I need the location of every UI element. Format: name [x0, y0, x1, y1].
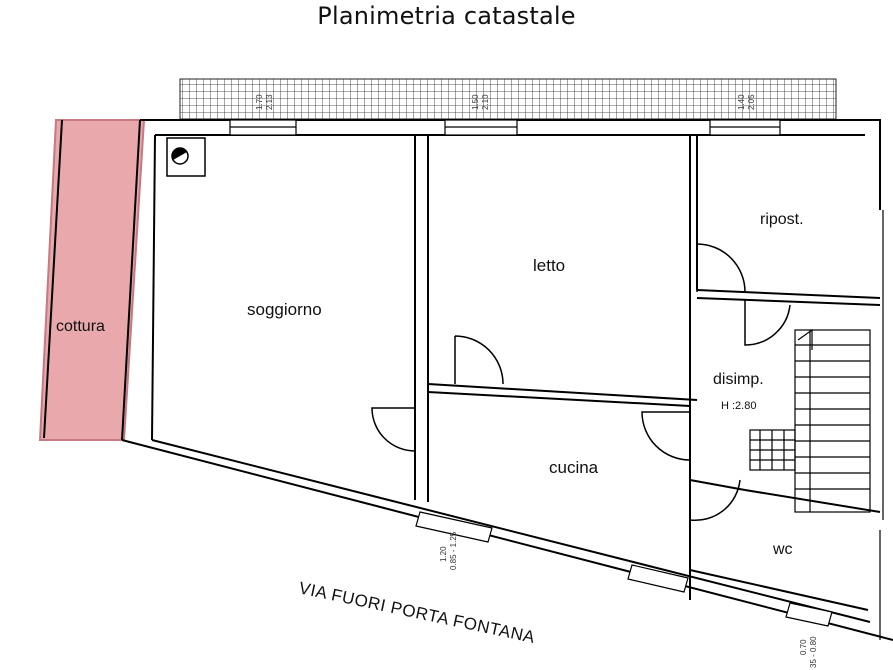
bottom-windows [415, 511, 833, 627]
right-edge [879, 210, 884, 640]
street-label: VIA FUORI PORTA FONTANA [297, 578, 537, 647]
dim-win4b: 0.85 - 1.25 [449, 531, 458, 570]
dim-win4: 1.20 [439, 546, 448, 562]
room-cottura-label: cottura [56, 318, 105, 335]
dim-win3: 1.40 [737, 94, 746, 110]
dim-win3b: 2.05 [747, 94, 756, 110]
dim-win2: 1.50 [471, 94, 480, 110]
plan-title: Planimetria catastale [317, 2, 576, 30]
room-letto-label: letto [533, 256, 565, 275]
room-soggiorno-label: soggiorno [247, 300, 322, 319]
balcony-grid [179, 78, 837, 120]
cottura-area [38, 119, 146, 441]
top-windows [229, 119, 781, 136]
room-cucina-label: cucina [549, 458, 599, 477]
room-disimp-label: disimp. [713, 371, 764, 388]
room-wc-label: wc [772, 541, 793, 558]
dim-win1b: 2.13 [265, 94, 274, 110]
room-ripost-label: ripost. [760, 211, 804, 228]
dim-win5: 0.70 [799, 639, 808, 655]
dim-win1: 1.70 [255, 94, 264, 110]
staircase [749, 328, 871, 513]
dim-win2b: 2.10 [481, 94, 490, 110]
room-height-label: H :2.80 [721, 400, 756, 412]
door-arcs [371, 243, 791, 522]
dim-win5b: 35 - 0.80 [809, 636, 818, 668]
outer-walls [43, 119, 893, 641]
